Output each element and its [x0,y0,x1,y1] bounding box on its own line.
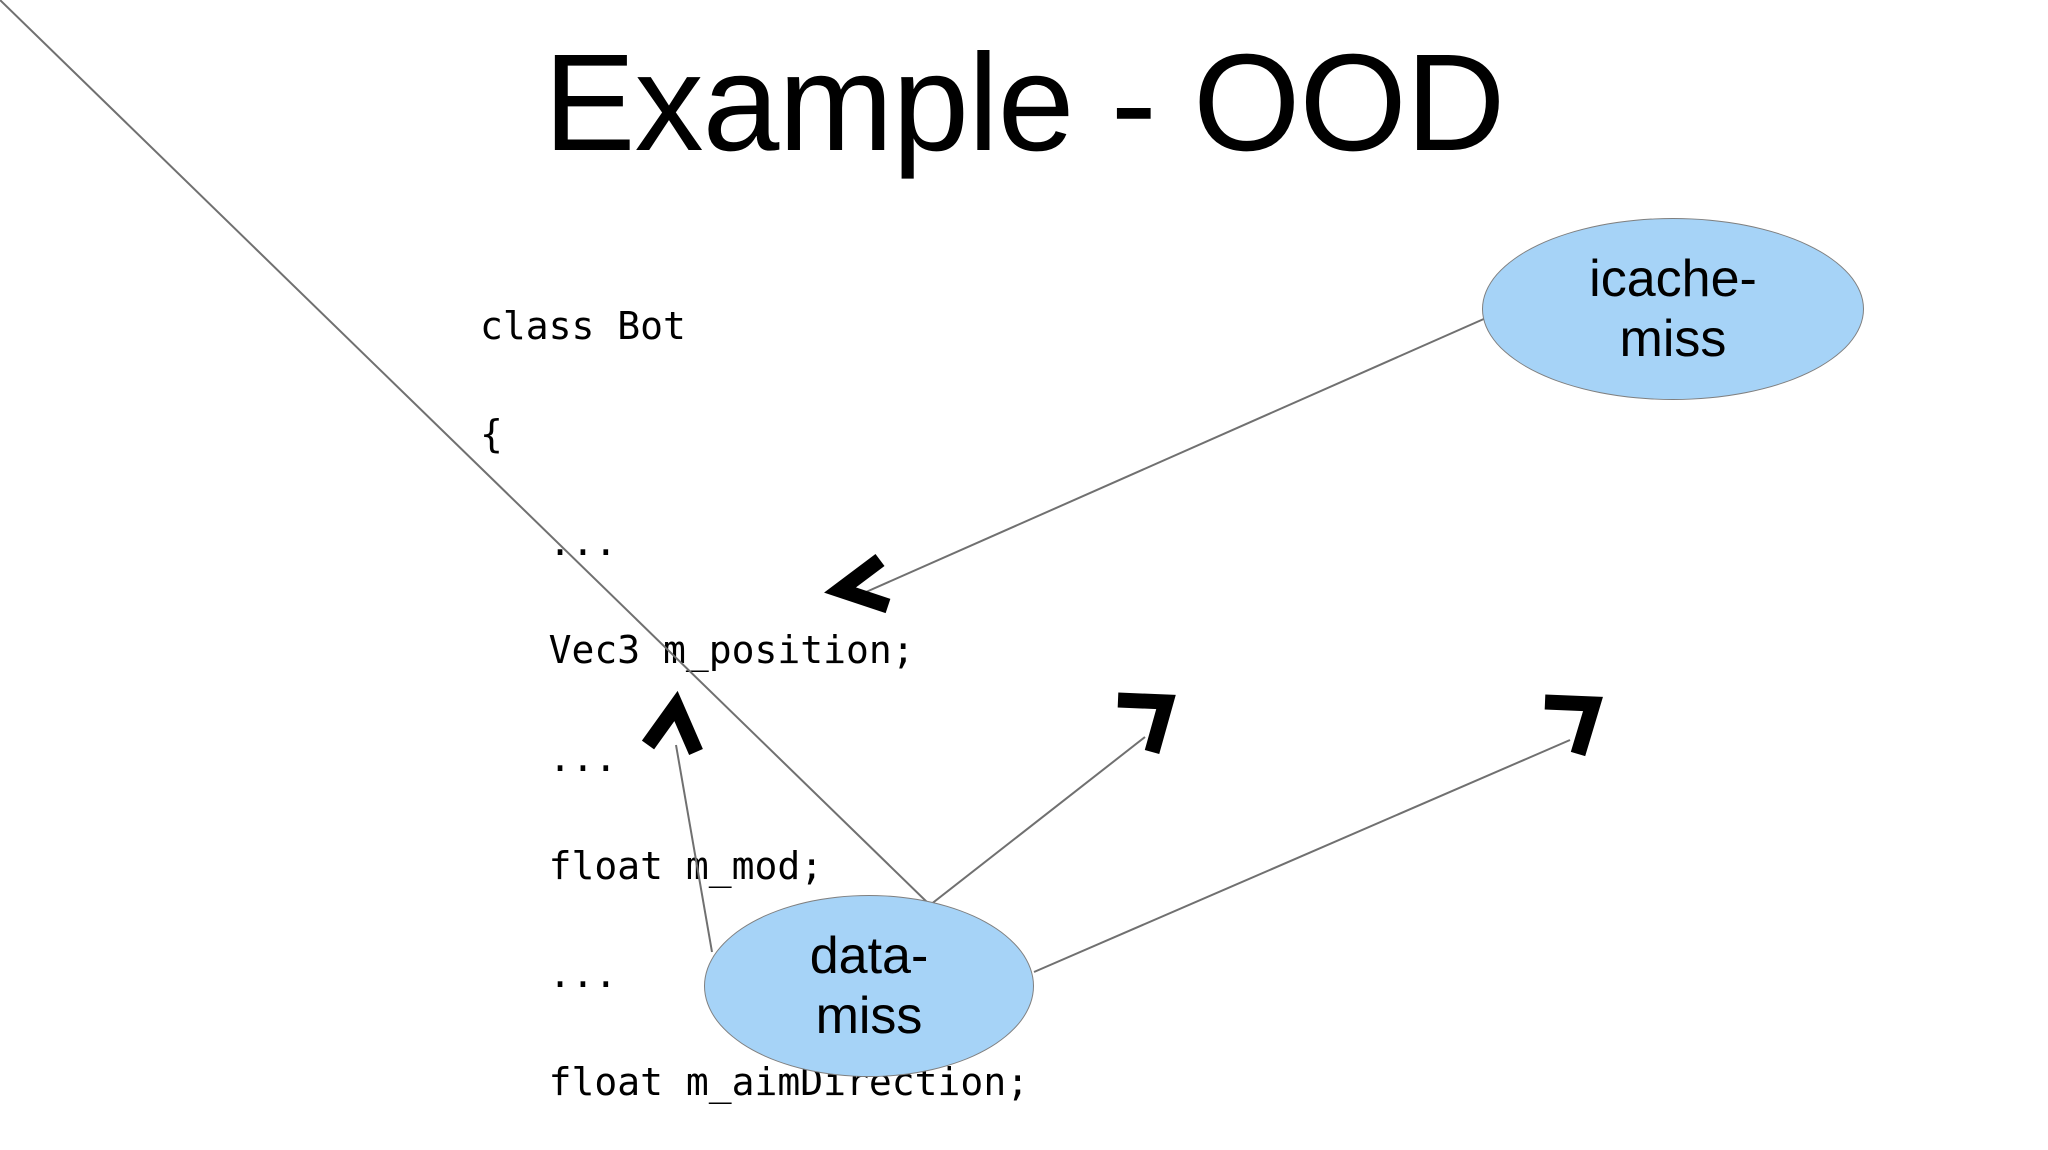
code-line: Vec3 m_position; [480,628,915,672]
annotation-node-label: data- miss [809,927,929,1045]
code-line: float m_mod; [480,844,824,888]
annotation-node-icache-miss[interactable]: icache- miss [1482,218,1864,400]
annotation-node-label: icache- miss [1589,250,1757,368]
code-line: float m_aimDirection; [480,1060,1030,1104]
annotation-node-data-miss[interactable]: data- miss [704,895,1034,1077]
code-line: ... [480,952,618,996]
code-line: ... [480,520,618,564]
page-title: Example - OOD [543,26,1506,180]
code-line: ... [480,736,618,780]
code-line: { [480,412,503,456]
